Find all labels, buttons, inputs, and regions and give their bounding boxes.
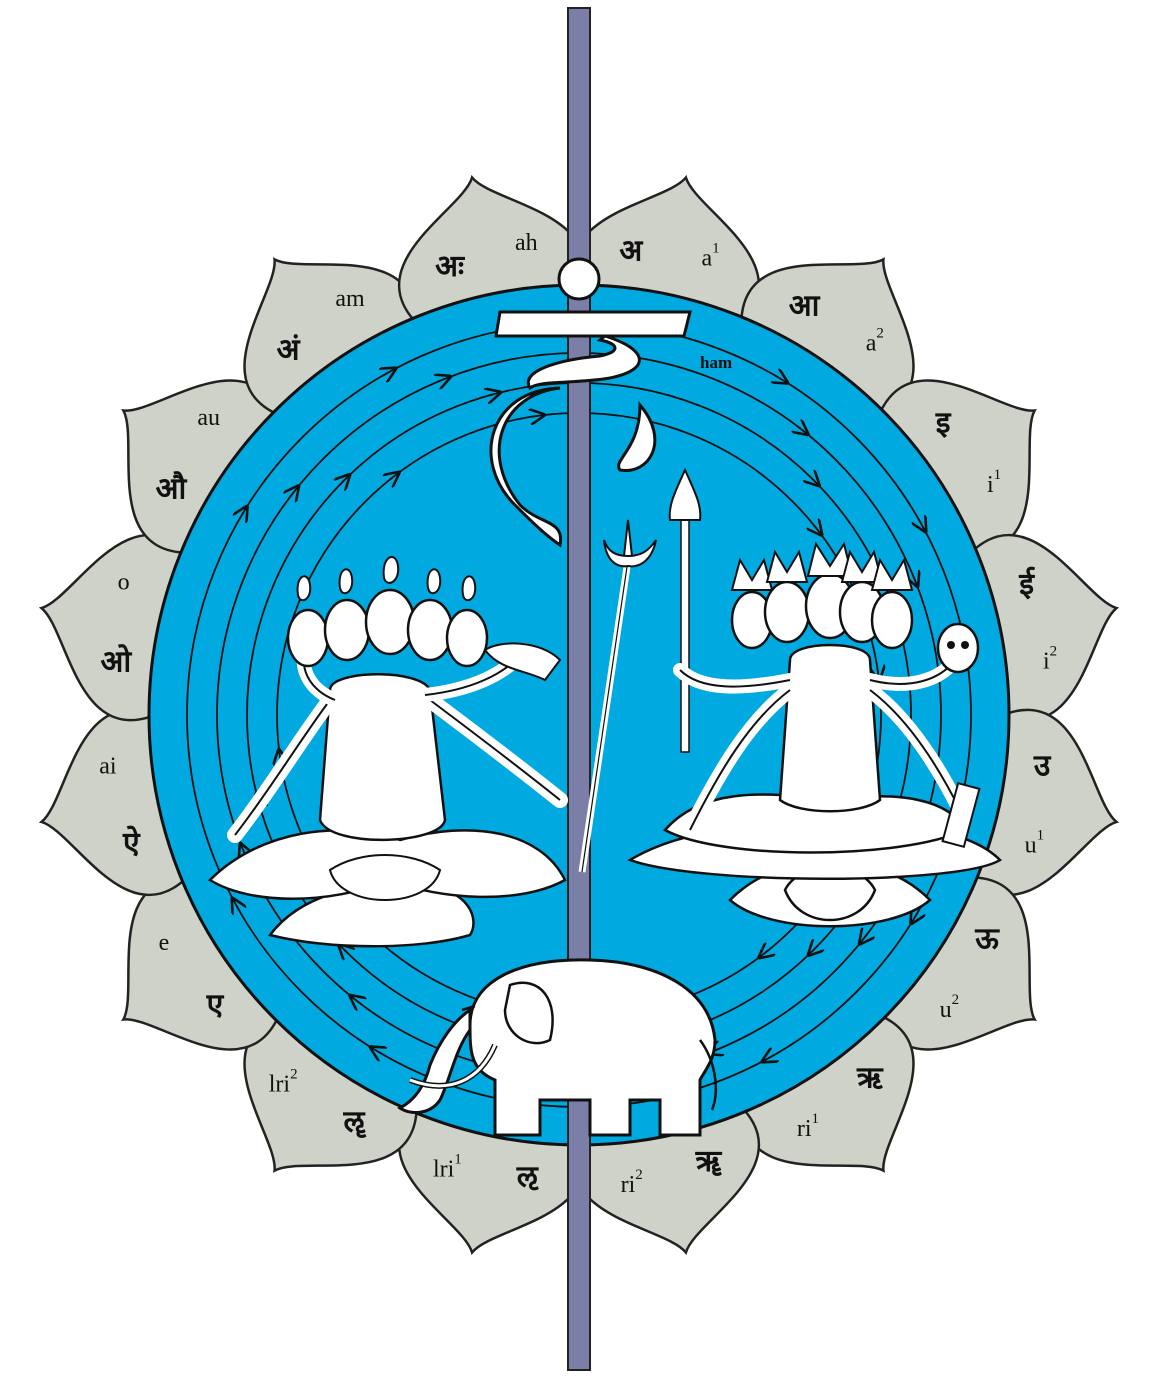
skull-icon bbox=[938, 624, 978, 672]
petal-devanagari-letter: ओ bbox=[101, 644, 133, 680]
petal-devanagari-letter: इ bbox=[935, 406, 952, 441]
petal-devanagari-letter: ऐ bbox=[122, 825, 141, 861]
petal-roman: a bbox=[702, 245, 713, 271]
petal-roman: ri bbox=[797, 1116, 812, 1142]
petal-superscript: 1 bbox=[812, 1111, 820, 1127]
petal-devanagari-letter: ऌ bbox=[516, 1160, 540, 1195]
petal-roman: u bbox=[940, 996, 952, 1022]
petal-transliteration: au bbox=[197, 405, 220, 431]
petal-superscript: 2 bbox=[876, 326, 884, 342]
petal-superscript: 1 bbox=[1037, 828, 1045, 844]
petal-superscript: 1 bbox=[994, 468, 1002, 484]
petal-superscript: 2 bbox=[1050, 644, 1058, 660]
petal-roman: lri bbox=[433, 1156, 455, 1182]
petal-devanagari-letter: ॡ bbox=[342, 1105, 366, 1140]
petal-transliteration: o bbox=[118, 569, 130, 595]
petal-roman: a bbox=[866, 330, 877, 356]
flow-arrow bbox=[532, 416, 538, 417]
petal-devanagari-letter: ॠ bbox=[695, 1144, 723, 1179]
petal-devanagari-letter: ए bbox=[206, 987, 225, 1022]
petal-roman: au bbox=[197, 405, 220, 431]
petal-transliteration: ah bbox=[515, 229, 538, 255]
petal-superscript: 1 bbox=[454, 1152, 462, 1168]
sushumna-nadi bbox=[568, 8, 590, 1370]
petal-devanagari-letter: आ bbox=[789, 288, 821, 323]
petal-devanagari-letter: अं bbox=[277, 332, 301, 367]
petal-devanagari-letter: औ bbox=[156, 470, 188, 506]
petal-roman: ah bbox=[515, 229, 538, 255]
petal-superscript: 2 bbox=[290, 1067, 298, 1083]
petal-roman: ai bbox=[99, 753, 117, 779]
petal-roman: lri bbox=[269, 1071, 291, 1097]
petal-superscript: 2 bbox=[952, 992, 960, 1008]
petal-devanagari-letter: ई bbox=[1018, 566, 1035, 602]
petal-roman: u bbox=[1025, 832, 1037, 858]
petal-roman: e bbox=[159, 929, 170, 955]
petal-devanagari-letter: उ bbox=[1033, 748, 1052, 783]
petal-roman: o bbox=[118, 569, 130, 595]
petal-roman: am bbox=[335, 285, 365, 311]
petal-roman: ri bbox=[621, 1172, 636, 1198]
petal-superscript: 2 bbox=[635, 1168, 643, 1184]
nadi-bead bbox=[559, 259, 599, 299]
flow-arrow bbox=[877, 668, 878, 674]
petal-transliteration: am bbox=[335, 285, 365, 311]
petal-devanagari-letter: ऊ bbox=[974, 922, 1000, 957]
petal-devanagari-letter: अ bbox=[619, 233, 643, 268]
petal-devanagari-letter: अः bbox=[435, 249, 466, 284]
petal-devanagari-letter: ऋ bbox=[856, 1061, 884, 1096]
petal-transliteration: ai bbox=[99, 753, 117, 779]
petal-transliteration: e bbox=[159, 929, 170, 955]
petal-superscript: 1 bbox=[712, 241, 720, 257]
bija-label: ham bbox=[700, 353, 732, 372]
